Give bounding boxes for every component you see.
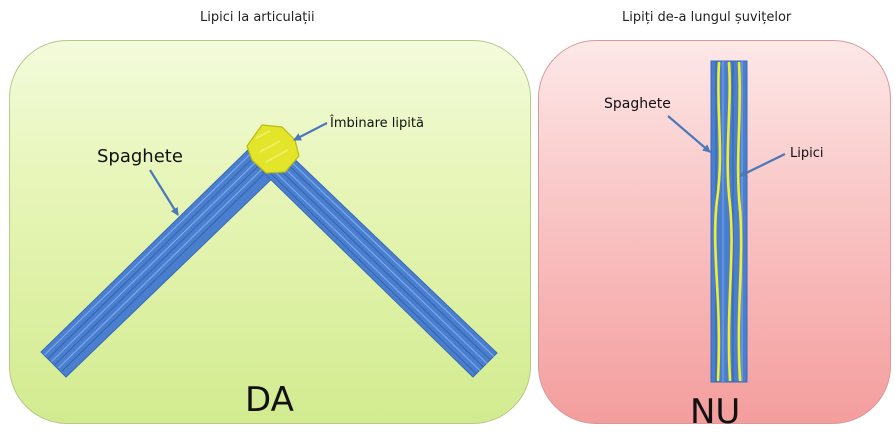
- strands-arrow-left: [149, 169, 179, 216]
- strands-label-left: Spaghete: [97, 146, 183, 167]
- left-spaghetti-bundle: [40, 142, 284, 378]
- joint-arrow: [293, 122, 328, 141]
- strands-arrow-right: [667, 115, 711, 153]
- right-panel-title: Lipiți de-a lungul șuvițelor: [622, 10, 792, 25]
- glue-label: Lipici: [790, 146, 824, 161]
- verdict-yes: DA: [245, 380, 294, 420]
- joint-label: Îmbinare lipită: [330, 116, 424, 131]
- glue-lines: [713, 61, 743, 382]
- left-panel-title: Lipici la articulații: [200, 10, 315, 25]
- left-panel-background: [9, 40, 531, 424]
- verdict-no: NU: [690, 392, 741, 432]
- right-spaghetti-bundle: [262, 149, 498, 378]
- glue-arrow: [739, 153, 786, 177]
- strands-label-right: Spaghete: [604, 96, 671, 112]
